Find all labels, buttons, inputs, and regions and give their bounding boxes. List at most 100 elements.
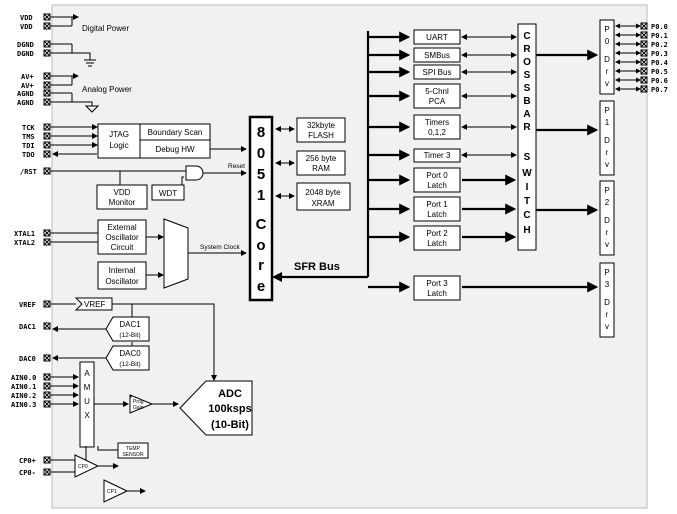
p3drv-c4: r — [606, 310, 609, 319]
pin-xtal1: XTAL1 — [14, 230, 35, 238]
core-char-3: 5 — [257, 166, 265, 183]
chip-outline — [51, 4, 648, 509]
external-oscillator-box — [97, 219, 147, 255]
ram-line2: RAM — [312, 164, 330, 173]
pin-vdd-2: VDD — [20, 23, 33, 31]
cp0-label: CP0 — [78, 464, 88, 470]
vdd-monitor-line1: VDD — [114, 188, 131, 197]
ext-osc-line2: Oscillator — [105, 233, 139, 242]
crossbar-switch-box — [517, 23, 537, 251]
ram-line1: 256 byte — [306, 154, 337, 163]
spi-bus-box — [413, 64, 461, 80]
pin-dac1: DAC1 — [19, 323, 36, 331]
p0-pins: P0.0 P0.1 P0.2 P0.3 P0.4 P0.5 P0.6 P0.7 — [615, 22, 668, 94]
int-osc-line1: Internal — [109, 266, 136, 275]
p1drv-c5: v — [605, 160, 609, 169]
pin-tck: TCK — [22, 124, 35, 132]
p2drv-c1: P — [604, 186, 609, 195]
dac1-box — [105, 316, 150, 342]
port1-latch-box — [413, 196, 461, 222]
pin-p0-0: P0.0 — [651, 23, 668, 31]
ext-osc-line1: External — [107, 223, 137, 232]
int-osc-line2: Oscillator — [105, 277, 139, 286]
pin-avplus-2: AV+ — [21, 82, 34, 90]
adc-box — [179, 380, 253, 436]
cp1-label: CP1 — [107, 489, 117, 495]
port1-line2: Latch — [427, 210, 447, 219]
dac1-line1: DAC1 — [119, 320, 141, 329]
core-text: 8 0 5 1 C o r e — [256, 124, 267, 295]
core-char-7: r — [258, 257, 264, 274]
core-char-6: o — [256, 237, 265, 254]
p2-driver-box — [599, 180, 615, 256]
p0-driver-box — [599, 19, 615, 95]
p3drv-c3: D — [604, 298, 610, 307]
core-char-4: 1 — [257, 187, 265, 204]
pin-agnd-1: AGND — [17, 90, 34, 98]
internal-oscillator-box — [97, 261, 147, 290]
pin-p0-4: P0.4 — [651, 59, 668, 67]
reset-section: /RST Reset VDD Monitor WDT — [20, 163, 247, 210]
p0drv-c1: P — [604, 25, 609, 34]
p0drv-c5: v — [605, 79, 609, 88]
label-analog-power: Analog Power — [82, 85, 132, 94]
spi-bus-label: SPI Bus — [423, 68, 452, 77]
p1drv-c4: r — [606, 148, 609, 157]
wdt-box — [151, 184, 185, 201]
pin-cp0-minus: CP0- — [19, 469, 36, 477]
pin-dac0: DAC0 — [19, 355, 36, 363]
pin-agnd-2: AGND — [17, 99, 34, 107]
analog-section: VREF VREF DAC1 DAC1 (12-Bit) DAC0 DAC0 (… — [11, 297, 253, 503]
vdd-monitor-box — [96, 184, 148, 210]
prog-gain-amp — [129, 394, 154, 414]
port0-line2: Latch — [427, 181, 447, 190]
pin-dgnd-2: DGND — [17, 50, 34, 58]
dac0-line1: DAC0 — [119, 349, 141, 358]
xbar-char-4: S — [524, 70, 531, 81]
pin-p0-2: P0.2 — [651, 41, 668, 49]
timer3-box — [413, 148, 461, 163]
p3drv-c5: v — [605, 322, 609, 331]
amux-c4: X — [84, 411, 90, 420]
pca-line1: 5-Chnl — [425, 87, 449, 96]
core-8051-box — [248, 115, 274, 302]
jtag-logic-box — [97, 123, 141, 159]
port3-line1: Port 3 — [426, 279, 448, 288]
pin-ain0-0: AIN0.0 — [11, 374, 36, 382]
pin-avplus-1: AV+ — [21, 73, 34, 81]
pin-ain0-2: AIN0.2 — [11, 392, 36, 400]
core-char-8: e — [257, 278, 265, 295]
wdt-label: WDT — [159, 189, 177, 198]
temp-sensor-line1: TEMP — [126, 446, 141, 452]
pin-p0-6: P0.6 — [651, 77, 668, 85]
timers-box — [413, 114, 461, 140]
xbar-char-3: O — [523, 57, 531, 68]
core-char-2: 0 — [257, 145, 265, 162]
timers-line1: Timers — [425, 118, 449, 127]
pin-p0-5: P0.5 — [651, 68, 668, 76]
timers-line2: 0,1,2 — [428, 128, 446, 137]
prog-gain-line1: Prog — [133, 399, 144, 405]
boundary-scan-label: Boundary Scan — [148, 128, 203, 137]
amux-c3: U — [84, 397, 90, 406]
xram-line1: 2048 byte — [305, 188, 341, 197]
debug-hw-label: Debug HW — [155, 145, 195, 154]
label-sfr-bus: SFR Bus — [294, 261, 340, 273]
smbus-label: SMBus — [424, 51, 450, 60]
core-char-5: C — [256, 216, 267, 233]
port2-latch-box — [413, 225, 461, 251]
port3-latch-box — [413, 275, 461, 301]
pin-vdd-1: VDD — [20, 14, 33, 22]
p2drv-c2: 2 — [605, 198, 610, 207]
p0drv-c2: 0 — [605, 37, 610, 46]
core-char-1: 8 — [257, 124, 265, 141]
xram-box — [296, 182, 351, 211]
pin-tdo: TDO — [22, 151, 35, 159]
prog-gain-line2: Gain — [133, 405, 144, 411]
xbar-char-5: S — [524, 83, 531, 94]
amux-c1: A — [84, 369, 90, 378]
p3-driver-box — [599, 262, 615, 338]
xbar-char-1: C — [523, 31, 530, 42]
label-reset: Reset — [228, 163, 245, 170]
adc-line3: (10-Bit) — [211, 419, 249, 431]
